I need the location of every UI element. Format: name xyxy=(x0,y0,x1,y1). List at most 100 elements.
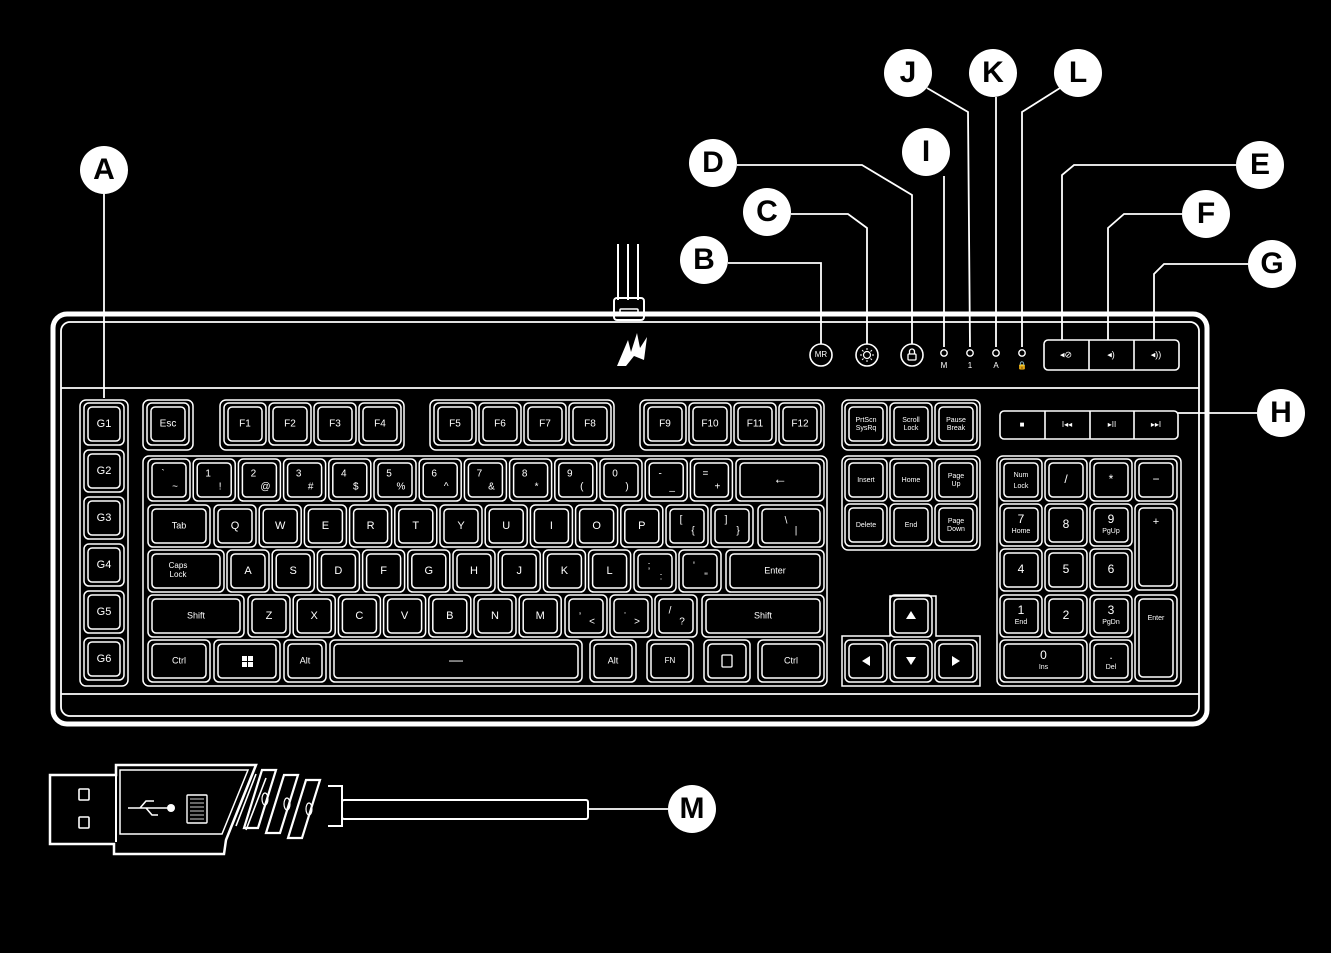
callout-e xyxy=(1236,141,1284,189)
nav-key-3-inner xyxy=(848,507,884,543)
g-key-6-inner xyxy=(87,641,121,677)
callout-i xyxy=(902,128,950,176)
numpad-8 xyxy=(1044,503,1088,547)
letter-key-s-inner xyxy=(275,553,311,589)
letter-key-u-inner xyxy=(488,508,524,544)
numpad-0 xyxy=(999,639,1088,683)
right-ctrl-key xyxy=(757,639,825,683)
function-key-1 xyxy=(223,402,267,446)
letter-key-a xyxy=(226,549,270,593)
usb-pin-hole-1 xyxy=(78,788,90,801)
bracket-top-0: [ xyxy=(680,515,683,526)
punct-bottom-0: : xyxy=(660,572,663,583)
function-key-10-inner xyxy=(692,406,728,442)
numpad-6-label-a: 6 xyxy=(1108,562,1115,576)
letter-key-u-outline xyxy=(484,504,528,548)
function-key-label-1: F1 xyxy=(239,419,251,430)
function-key-12-outline xyxy=(778,402,822,446)
function-key-label-2: F2 xyxy=(284,419,296,430)
zxcv-sym-top-1: . xyxy=(624,606,627,617)
letter-key-j xyxy=(497,549,541,593)
number-key-3-inner xyxy=(286,462,323,498)
function-key-2-outline xyxy=(268,402,312,446)
number-key-0 xyxy=(147,458,191,502)
callout-leader-j xyxy=(926,87,971,348)
volume-control-group xyxy=(1043,339,1180,371)
number-key-7-outline xyxy=(463,458,508,502)
indicator-led-1 xyxy=(966,349,974,357)
number-key-top-1: 1 xyxy=(205,469,211,480)
letter-label-v: V xyxy=(401,610,409,622)
g-key-label-4: G4 xyxy=(97,559,112,571)
letter-label-l: L xyxy=(607,565,613,577)
letter-key-a-outline xyxy=(226,549,270,593)
numpad-numlock-label-b: Lock xyxy=(1014,483,1029,490)
cable-ring-detail-0 xyxy=(261,792,269,806)
letter-key-u xyxy=(484,504,528,548)
numpad-dot xyxy=(1089,639,1133,683)
windows-logo-pane xyxy=(248,662,253,667)
numpad-dot-outline xyxy=(1089,639,1133,683)
bracket-key-0-inner xyxy=(669,508,705,544)
media-control-group xyxy=(999,410,1179,440)
callout-m xyxy=(668,785,716,833)
function-key-3-inner xyxy=(317,406,353,442)
numpad-7-outline xyxy=(999,503,1043,547)
callout-letter-m: M xyxy=(680,792,705,825)
bracket-bottom-1: } xyxy=(736,526,740,537)
number-key-11-inner xyxy=(648,462,684,498)
nav-key-4-inner xyxy=(893,507,929,543)
numpad-6 xyxy=(1089,548,1133,592)
cable-strain-relief xyxy=(613,297,645,321)
corsair-logo xyxy=(617,333,647,366)
number-key-3-outline xyxy=(282,458,327,502)
numpad-3-inner xyxy=(1093,598,1129,634)
volume-button-2: ◂)) xyxy=(1151,349,1162,359)
numpad-0-inner xyxy=(1003,643,1084,679)
punct-key-0-inner xyxy=(637,553,673,589)
number-key-0-inner xyxy=(151,462,187,498)
bracket-key-0 xyxy=(665,504,709,548)
tab-key xyxy=(147,504,211,548)
arrow-up-key-outline xyxy=(889,594,933,638)
nav-key-label-3: Delete xyxy=(856,522,876,529)
function-key-label-7: F7 xyxy=(539,419,551,430)
letter-label-c: C xyxy=(355,610,363,622)
nav-key-0-inner xyxy=(848,462,884,498)
g-key-1 xyxy=(83,402,125,446)
function-key-4 xyxy=(358,402,402,446)
numpad-2-inner xyxy=(1048,598,1084,634)
letter-key-d xyxy=(316,549,361,593)
left-alt-key xyxy=(283,639,327,683)
zxcv-sym-bottom-0: < xyxy=(589,617,595,628)
enter-key xyxy=(725,549,825,593)
callout-leader-e xyxy=(1061,164,1236,340)
function-key-5-outline xyxy=(433,402,477,446)
nav-key-3 xyxy=(844,503,888,547)
numpad-5-inner xyxy=(1048,552,1084,588)
function-key-label-3: F3 xyxy=(329,419,341,430)
function-key-8-outline xyxy=(568,402,612,446)
letter-key-z-inner xyxy=(251,598,287,634)
callout-leader-g xyxy=(1153,263,1248,340)
function-key-9-inner xyxy=(647,406,683,442)
enter-label: Enter xyxy=(764,565,786,575)
letter-key-p-inner xyxy=(624,508,660,544)
function-key-8-inner xyxy=(572,406,608,442)
backslash-key-outline xyxy=(757,504,825,548)
caps-lock-key-inner xyxy=(151,553,221,589)
letter-key-v-inner xyxy=(386,598,423,634)
numpad-minus-label-a: − xyxy=(1152,472,1159,486)
nav-top-label-2-a: Pause xyxy=(946,417,966,424)
tab-key-inner xyxy=(151,508,207,544)
nav-key-1 xyxy=(889,458,933,502)
fn-key-inner xyxy=(650,643,690,679)
menu-key-outline xyxy=(703,639,751,683)
nav-top-label-1-b: Lock xyxy=(904,425,919,432)
numpad-9-label-b: PgUp xyxy=(1102,528,1120,535)
backspace-key-inner xyxy=(739,462,821,498)
numpad-9 xyxy=(1089,503,1133,547)
letter-key-m xyxy=(518,594,562,638)
callout-letter-h: H xyxy=(1270,396,1292,429)
number-key-12-outline xyxy=(689,458,734,502)
